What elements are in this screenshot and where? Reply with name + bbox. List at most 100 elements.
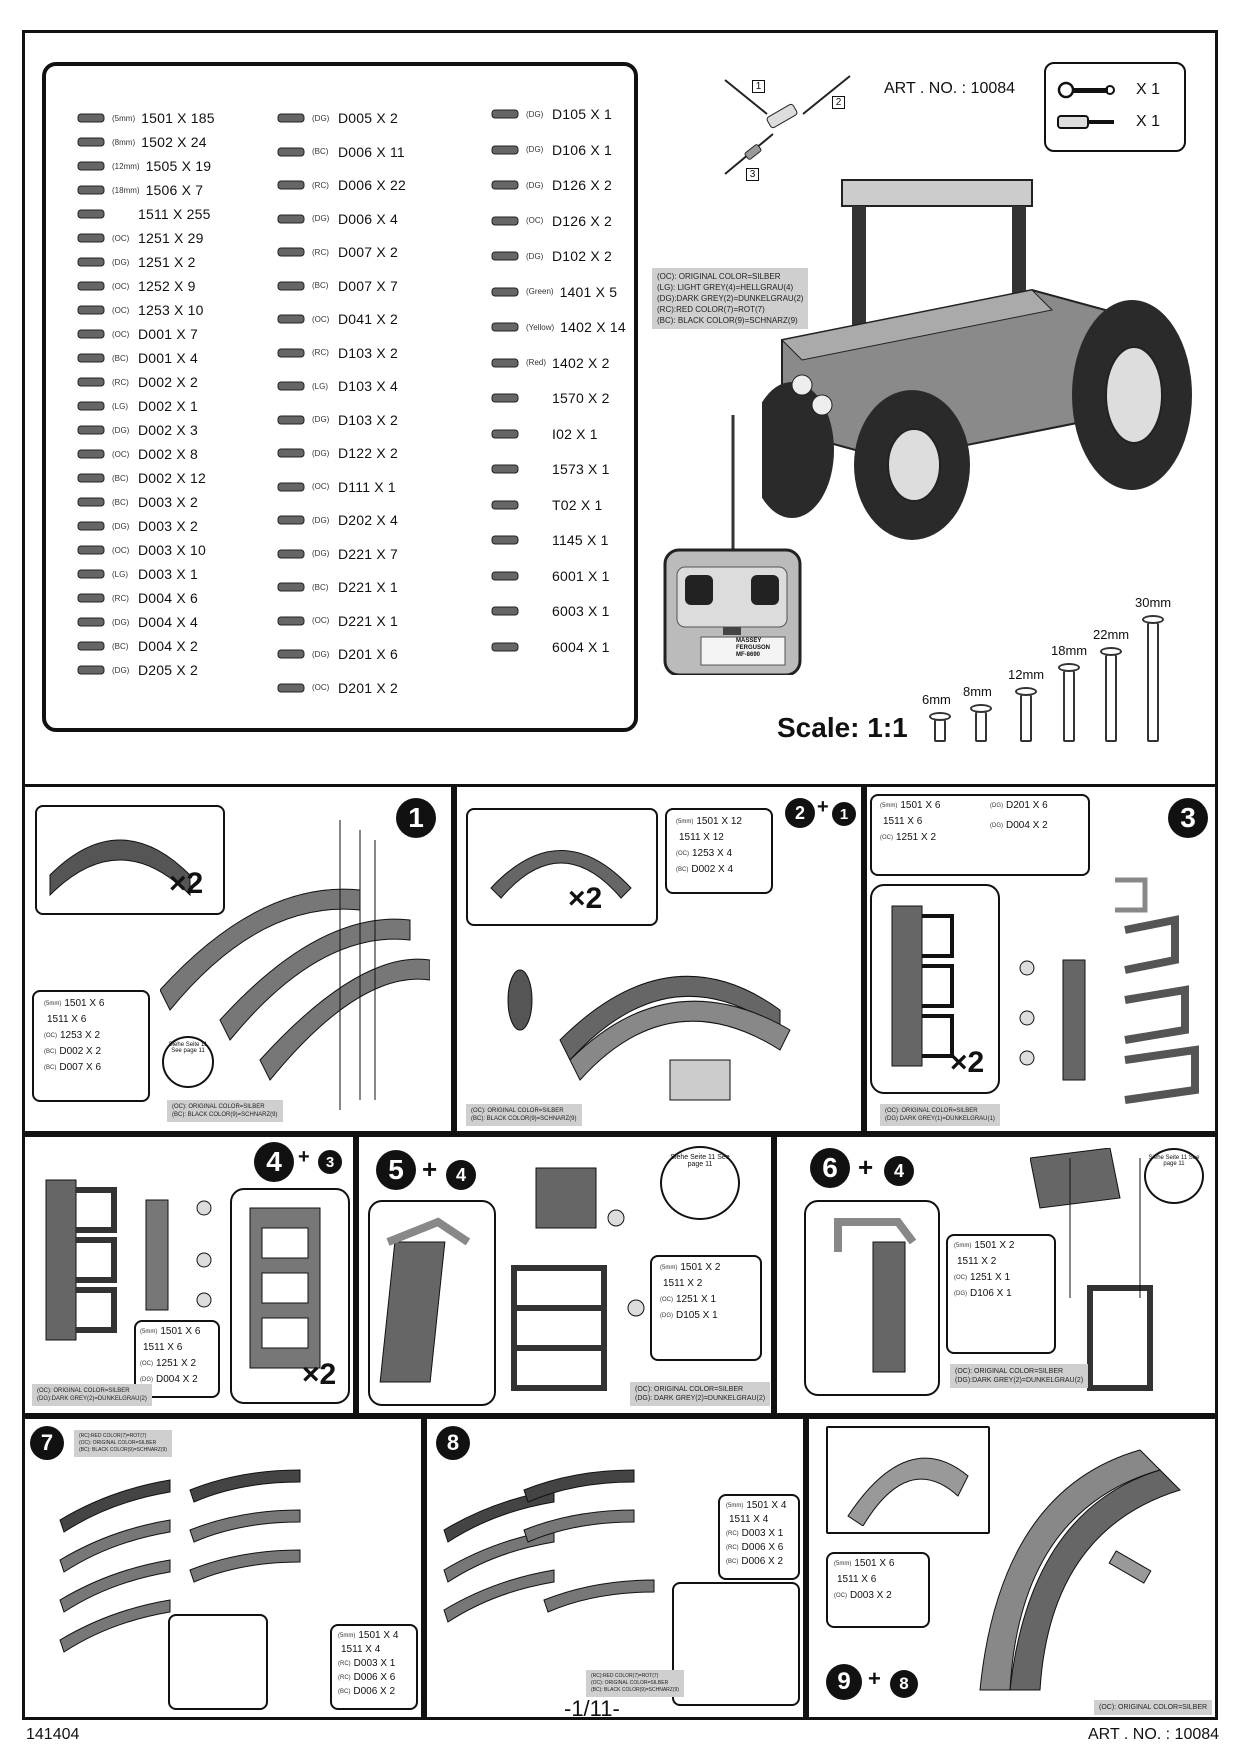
part-row: (Green)1401 X 5	[490, 282, 617, 302]
step-part-label: 1251 X 1	[676, 1294, 717, 1305]
part-thumbnail-icon	[276, 546, 306, 562]
part-row: (OC)D111 X 1	[276, 477, 396, 497]
bracket-assembly-image	[834, 1218, 917, 1373]
scale-rod-label: 22mm	[1093, 626, 1130, 642]
legend-line: (RC):RED COLOR(7)=ROT(7)	[591, 1673, 659, 1679]
legend-line: (OC): ORIGINAL COLOR=SILBER	[172, 1104, 265, 1110]
part-label: 1511 X 255	[138, 206, 211, 222]
part-label: 1402 X 2	[552, 354, 610, 371]
part-row: (BC) D221 X 1	[276, 577, 398, 597]
part-label: 1502 X 24	[141, 134, 207, 150]
wrench-icon	[1057, 81, 1115, 99]
legend-line: (OC): ORIGINAL COLOR=SILBER	[635, 1386, 744, 1393]
part-label: D002 X 2	[138, 374, 198, 390]
step-part-item: (5mm)1501 X 4	[338, 1630, 398, 1641]
part-row: (LG)D002 X 1	[76, 396, 198, 416]
part-thumbnail-icon	[490, 461, 520, 477]
part-label: D003 X 10	[138, 542, 206, 558]
part-thumbnail-icon	[490, 532, 520, 548]
step-part-color: (OC)	[44, 1032, 57, 1039]
step-part-color: (RC)	[726, 1544, 739, 1551]
part-row: (BC)D006 X 11	[276, 142, 405, 162]
step-part-label: 1251 X 2	[156, 1358, 197, 1369]
scale-rod-head	[1100, 646, 1122, 656]
part-row: (RC)D004 X 6	[76, 588, 198, 608]
scale-rod	[1105, 652, 1117, 742]
step-2-preview: ×2	[466, 808, 658, 926]
part-thumbnail-icon	[76, 494, 106, 510]
step-part-label: D002 X 4	[691, 864, 734, 875]
step-part-label: 1511 X 6	[143, 1342, 183, 1353]
step-6-diagram	[1030, 1148, 1153, 1391]
step-part-item: 1511 X 12	[676, 832, 724, 843]
step-part-item: 1511 X 6	[140, 1342, 182, 1353]
legend-line: (DG) DARK GREY(1)=DUNKELGRAU(1)	[885, 1116, 995, 1122]
step-6-plus: +	[858, 1152, 874, 1182]
part-thumbnail-icon	[490, 497, 520, 513]
part-label: 1501 X 185	[141, 110, 215, 126]
part-row: T02 X 1	[490, 495, 602, 515]
step-part-item: 1511 X 6	[44, 1014, 86, 1025]
tool-qty: X 1	[1136, 81, 1161, 98]
part-label: D003 X 1	[138, 566, 198, 582]
step-part-label: 1501 X 4	[746, 1500, 787, 1511]
part-row: (DG)D004 X 4	[76, 612, 198, 632]
part-label: D221 X 1	[338, 612, 398, 629]
part-row: (OC)1253 X 10	[76, 300, 204, 320]
part-color-code: (BC)	[112, 353, 129, 363]
part-label: D221 X 1	[338, 579, 398, 595]
step-part-label: 1511 X 4	[341, 1644, 381, 1655]
step-part-color: (BC)	[726, 1558, 739, 1565]
part-label: 1251 X 2	[138, 254, 196, 270]
part-color-code: (DG)	[312, 113, 330, 123]
part-thumbnail-icon	[276, 278, 306, 294]
step-5-preview	[368, 1200, 496, 1406]
part-label: D002 X 1	[138, 398, 198, 414]
part-color-code: (OC)	[312, 683, 330, 692]
part-label: D005 X 2	[338, 110, 398, 126]
step-part-label: 1511 X 12	[679, 832, 724, 843]
step-part-label: D006 X 6	[353, 1672, 396, 1683]
step-part-item: (BC)D007 X 6	[44, 1062, 101, 1073]
part-color-code: (OC)	[312, 482, 330, 491]
part-label: D126 X 2	[552, 177, 612, 193]
part-color-code: (OC)	[312, 314, 330, 324]
legend-line: (DG):DARK GREY(2)=DUNKELGRAU(2)	[955, 1377, 1084, 1384]
step-part-item: (5mm)1501 X 12	[676, 816, 742, 827]
legend-line: (DG):DARK GREY(2)=DUNKELGRAU(2)	[657, 294, 804, 303]
part-color-code: (RC)	[312, 247, 329, 257]
scale-rod	[975, 709, 987, 742]
step-part-color: (5mm)	[676, 818, 694, 825]
step-4-badge: 4	[254, 1142, 294, 1182]
part-thumbnail-icon	[490, 142, 520, 158]
step-part-color: (5mm)	[44, 1000, 62, 1007]
step-part-item: (DG)D105 X 1	[660, 1310, 718, 1321]
step-part-item: (DG)D004 X 2	[140, 1374, 198, 1385]
step-part-label: D106 X 1	[970, 1288, 1012, 1299]
part-thumbnail-icon	[276, 378, 306, 394]
step-8-diagram	[443, 1469, 655, 1623]
part-row: (DG)D102 X 2	[490, 246, 612, 266]
part-color-code: (LG)	[312, 381, 328, 391]
part-thumbnail-icon	[490, 355, 520, 371]
step-2-multiplier: ×2	[568, 882, 603, 915]
part-thumbnail-icon	[276, 680, 306, 696]
step-9-ref-badge: 8	[890, 1670, 918, 1698]
axle-label-3: 3	[746, 168, 759, 181]
part-row: 1573 X 1	[490, 459, 610, 479]
part-label: D126 X 2	[552, 212, 612, 229]
part-label: D202 X 4	[338, 512, 398, 528]
header-art-no: ART . NO. : 10084	[884, 80, 1016, 97]
step-part-label: 1501 X 6	[900, 800, 941, 811]
bracket-assembly-image	[379, 1217, 471, 1383]
part-color-code: (DG)	[526, 109, 544, 119]
part-row: (OC)D041 X 2	[276, 309, 398, 329]
step-part-label: 1501 X 12	[696, 816, 742, 827]
part-thumbnail-icon	[490, 568, 520, 584]
scale-rod	[934, 717, 946, 742]
part-color-code: (BC)	[312, 582, 329, 592]
part-label: D001 X 7	[138, 326, 198, 342]
step-7-diagram	[59, 1469, 301, 1653]
legend-line: (OC): ORIGINAL COLOR=SILBER	[591, 1680, 669, 1686]
footer-page-number: -1/11-	[564, 1696, 620, 1721]
